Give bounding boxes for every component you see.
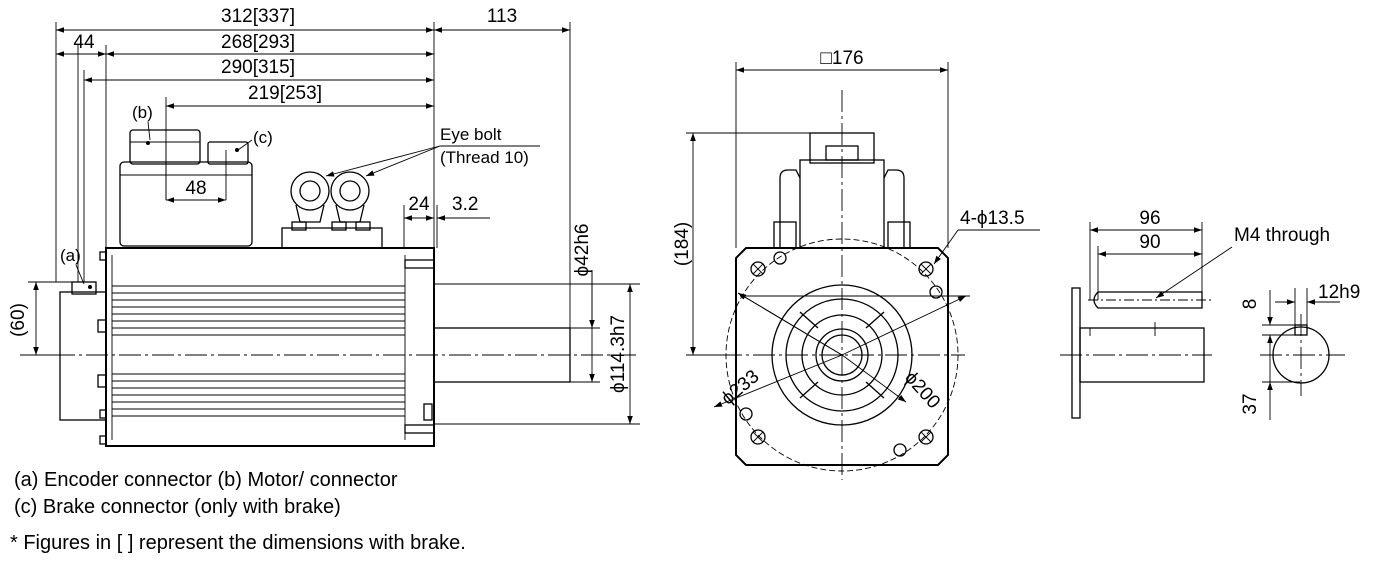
dim-body-length: 268[293] <box>221 32 295 53</box>
front-flange <box>735 247 949 466</box>
legend: (a) Encoder connector (b) Motor/ connect… <box>10 469 466 554</box>
motor-body <box>105 247 435 447</box>
dim-96: 96 <box>1139 208 1160 229</box>
label-c: (c) <box>253 128 273 147</box>
dim-encoder-length: 44 <box>73 32 95 53</box>
shaft-detail-view: 96 90 M4 through 8 37 12h9 <box>1060 208 1360 420</box>
dim-square-flange: □176 <box>820 48 863 69</box>
encoder-housing <box>59 291 107 421</box>
motor-connector-housing <box>119 161 253 247</box>
dim-shaft-diameter: ϕ42h6 <box>572 224 593 277</box>
dim-mounting-holes: 4-ϕ13.5 <box>960 208 1025 229</box>
dim-spigot-diameter: ϕ114.3h7 <box>608 315 629 393</box>
front-view: □176 (184) <box>672 48 1040 480</box>
motor-connector <box>129 129 201 165</box>
mounting-holes <box>739 251 943 457</box>
dim-37: 37 <box>1240 393 1261 414</box>
dim-48: 48 <box>185 178 206 199</box>
dim-24: 24 <box>408 194 430 215</box>
footnote: * Figures in [ ] represent the dimension… <box>10 532 466 554</box>
label-a: (a) <box>60 246 81 265</box>
m4-through-label: M4 through <box>1234 225 1330 246</box>
dim-height: (184) <box>672 222 693 266</box>
brake-connector <box>207 141 249 165</box>
dim-key-depth: 8 <box>1240 299 1261 310</box>
dim-90: 90 <box>1139 232 1160 253</box>
side-view: 312[337] 113 44 268[293] 290[315] 219[25… <box>8 6 640 447</box>
dim-290: 290[315] <box>221 57 295 78</box>
eye-bolt-label: Eye bolt <box>440 125 502 144</box>
legend-line-1: (a) Encoder connector (b) Motor/ connect… <box>14 469 398 491</box>
label-b: (b) <box>132 103 153 122</box>
dim-3-2: 3.2 <box>452 194 478 215</box>
body-ribs <box>111 255 406 440</box>
dim-total-length: 312[337] <box>221 6 295 27</box>
legend-line-2: (c) Brake connector (only with brake) <box>14 496 341 518</box>
dim-flange-diameter: ϕ200 <box>900 368 944 414</box>
eye-bolts <box>281 171 383 249</box>
dim-shaft-length: 113 <box>487 6 517 27</box>
eye-bolt-thread-label: (Thread 10) <box>440 148 529 167</box>
dim-60: (60) <box>8 303 29 337</box>
dim-key-width: 12h9 <box>1318 282 1360 303</box>
dim-219: 219[253] <box>248 83 322 104</box>
